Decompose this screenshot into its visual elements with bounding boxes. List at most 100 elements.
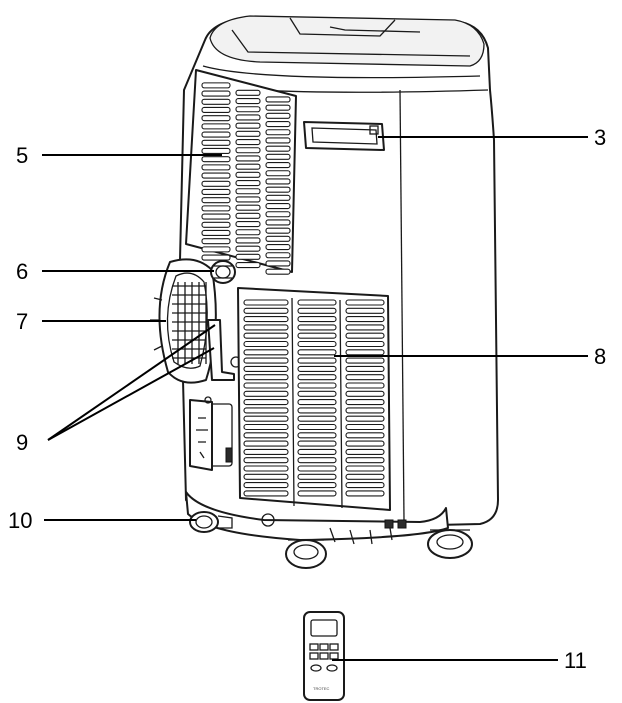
grille-slat <box>201 123 231 130</box>
grille-slat <box>235 180 261 187</box>
grille-slat <box>235 171 261 178</box>
grille-slat <box>243 465 289 472</box>
grille-slat <box>345 324 385 331</box>
grille-slat <box>265 203 291 210</box>
grille-slat <box>345 465 385 472</box>
callout-label-3: 3 <box>594 125 606 150</box>
grille-slat <box>265 268 291 275</box>
grille-slat <box>297 382 337 389</box>
grille-slat <box>235 221 261 228</box>
grille-slat <box>345 299 385 306</box>
grille-slat <box>243 332 289 339</box>
callout-7: 7 <box>16 309 166 334</box>
grille-slat <box>297 307 337 314</box>
air-conditioner-unit <box>150 15 499 569</box>
grille-slat <box>297 349 337 356</box>
grille-slat <box>297 299 337 306</box>
grille-slat <box>345 307 385 314</box>
grille-slat <box>265 252 291 259</box>
grille-slat <box>235 106 261 113</box>
grille-slat <box>201 164 231 171</box>
grille-slat <box>243 440 289 447</box>
grille-slat <box>265 104 291 111</box>
grille-slat <box>243 399 289 406</box>
top-lid <box>209 15 485 67</box>
hose-bracket <box>189 319 242 471</box>
grille-slat <box>201 221 231 228</box>
grille-slat <box>243 382 289 389</box>
grille-slat <box>201 205 231 212</box>
grille-slat <box>265 227 291 234</box>
grille-slat <box>243 407 289 414</box>
grille-slat <box>265 129 291 136</box>
callout-label-10: 10 <box>8 508 32 533</box>
grille-slat <box>235 188 261 195</box>
grille-slat <box>297 357 337 364</box>
grille-slat <box>235 262 261 269</box>
grille-slat <box>201 188 231 196</box>
grille-slat <box>201 246 231 253</box>
grille-slat <box>345 407 385 414</box>
grille-slat <box>297 365 337 372</box>
grille-slat <box>243 357 289 364</box>
grille-slat <box>297 332 337 339</box>
grille-slat <box>297 465 337 472</box>
grille-slat <box>201 82 231 89</box>
grille-slat <box>345 440 385 447</box>
grille-slat <box>235 196 261 203</box>
drain-plug <box>189 511 233 533</box>
grille-slat <box>345 432 385 439</box>
grille-slat <box>201 90 231 97</box>
grille-slat <box>235 253 261 260</box>
grille-slat <box>201 115 231 122</box>
grille-slat <box>243 415 289 422</box>
callout-11: 11 <box>332 648 587 673</box>
grille-slat <box>345 457 385 464</box>
grille-slat <box>345 340 385 348</box>
grille-slat <box>243 299 289 306</box>
grille-slat <box>243 365 289 372</box>
grille-slat <box>345 357 385 364</box>
grille-slat <box>297 374 337 381</box>
callout-label-7: 7 <box>16 309 28 334</box>
grille-slat <box>345 490 385 497</box>
grille-slat <box>243 316 289 323</box>
grille-slat <box>235 163 261 170</box>
grille-slat <box>235 212 261 219</box>
grille-slat <box>201 197 231 204</box>
remote-control: TROTEC <box>303 611 345 701</box>
callout-label-5: 5 <box>16 143 28 168</box>
grille-slat <box>265 170 291 177</box>
callout-3: 3 <box>378 125 606 150</box>
grille-slat <box>235 130 261 137</box>
grille-slat <box>297 423 337 431</box>
grille-slat <box>345 374 385 381</box>
grille-slat <box>297 390 337 397</box>
grille-slat <box>297 440 337 447</box>
grille-slat <box>265 235 291 242</box>
grille-slat <box>297 457 337 464</box>
grille-slat <box>265 211 291 218</box>
grille-slat <box>235 122 261 129</box>
grille-slat <box>265 96 291 103</box>
grille-slat <box>297 316 337 323</box>
grille-slat <box>201 172 231 179</box>
grille-slat <box>201 213 231 220</box>
grille-slat <box>265 145 291 152</box>
grille-slat <box>297 407 337 414</box>
grille-slat <box>265 178 291 185</box>
grille-slat <box>235 229 261 236</box>
grille-slat <box>243 349 289 356</box>
grille-slat <box>201 139 231 146</box>
grille-slat <box>243 390 289 397</box>
grille-slat <box>345 382 385 389</box>
grille-slat <box>297 490 337 497</box>
callout-8: 8 <box>334 344 606 369</box>
grille-slat <box>201 254 231 261</box>
upper-air-grille <box>185 69 297 275</box>
grille-slat <box>243 473 289 480</box>
callout-5: 5 <box>16 143 222 168</box>
grille-slat <box>201 156 231 163</box>
caster-wheels <box>285 529 473 569</box>
